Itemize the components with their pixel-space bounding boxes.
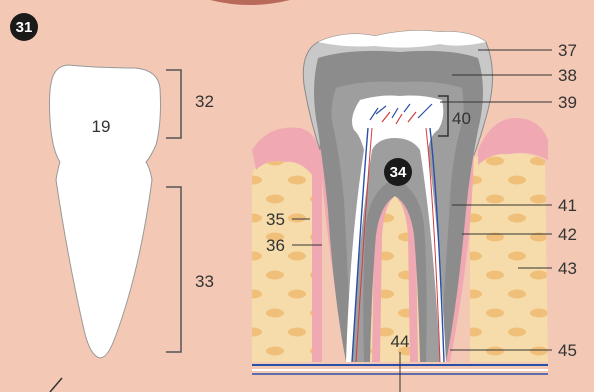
label-43: 43 bbox=[558, 259, 577, 278]
label-38: 38 bbox=[558, 66, 577, 85]
svg-text:31: 31 bbox=[16, 19, 33, 36]
label-40: 40 bbox=[452, 109, 471, 128]
label-45: 45 bbox=[558, 341, 577, 360]
figure-badge-34: 34 bbox=[384, 158, 412, 186]
crown-surface bbox=[318, 31, 486, 48]
label-41: 41 bbox=[558, 196, 577, 215]
bracket-32 bbox=[166, 70, 181, 138]
decorative-stroke bbox=[50, 378, 62, 392]
label-36: 36 bbox=[266, 236, 285, 255]
label-37: 37 bbox=[558, 41, 577, 60]
label-35: 35 bbox=[266, 210, 285, 229]
svg-text:34: 34 bbox=[390, 164, 407, 181]
label-33: 33 bbox=[195, 272, 214, 291]
figure-badge-31: 31 bbox=[10, 13, 38, 41]
label-39: 39 bbox=[558, 93, 577, 112]
label-32: 32 bbox=[195, 92, 214, 111]
top-decorative-shape bbox=[210, 0, 290, 5]
label-42: 42 bbox=[558, 225, 577, 244]
label-44: 44 bbox=[391, 332, 410, 351]
tooth-outline-silhouette bbox=[50, 65, 161, 358]
bracket-33 bbox=[166, 187, 181, 352]
outline-tooth-label: 19 bbox=[92, 117, 111, 136]
